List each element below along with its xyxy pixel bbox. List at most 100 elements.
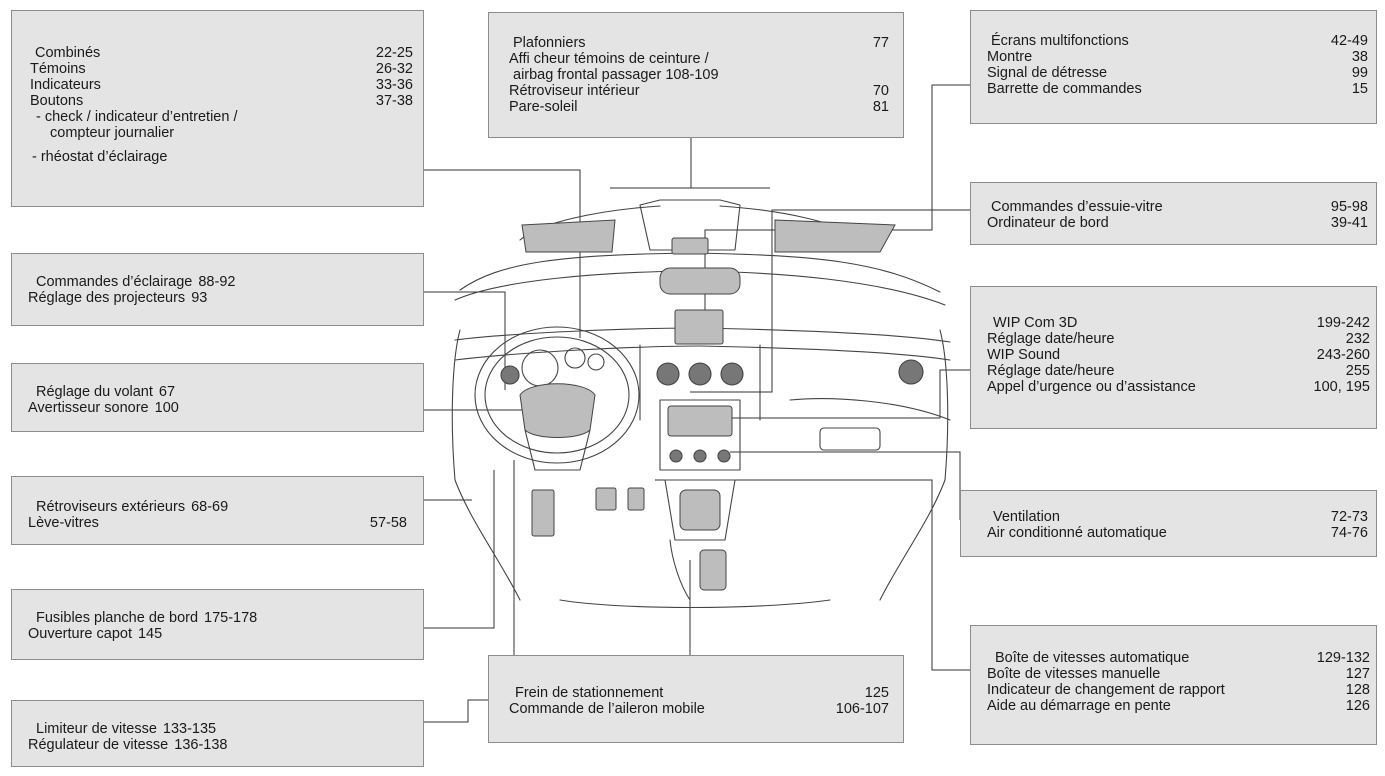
page-fusibles: 175-178 bbox=[204, 610, 258, 626]
row-avertisseur: Avertisseur sonore 100 bbox=[28, 400, 413, 416]
label-leve-vitres: Lève-vitres bbox=[28, 515, 99, 531]
box-essuie: Commandes d’essuie-vitre 95-98 Ordinateu… bbox=[970, 182, 1377, 245]
page-changement-rapport: 128 bbox=[1345, 682, 1370, 698]
label-montre: Montre bbox=[987, 49, 1033, 65]
row-air-conditionne: Air conditionné automatique 74-76 bbox=[987, 525, 1368, 541]
label-indicateurs: Indicateurs bbox=[30, 77, 101, 93]
page-limiteur: 133-135 bbox=[162, 721, 217, 737]
row-plafonniers: Plafonniers 77 bbox=[509, 35, 889, 51]
row-leve-vitres: Lève-vitres 57-58 bbox=[28, 515, 407, 531]
label-aileron: Commande de l’aileron mobile bbox=[509, 701, 705, 717]
row-volant: Réglage du volant 67 bbox=[28, 384, 413, 400]
row-projecteurs: Réglage des projecteurs 93 bbox=[28, 290, 413, 306]
steering-wheel bbox=[474, 326, 640, 471]
page-ecrans: 42-49 bbox=[1330, 33, 1368, 49]
label-detresse: Signal de détresse bbox=[987, 65, 1108, 81]
label-retroviseur-interieur: Rétroviseur intérieur bbox=[509, 83, 640, 99]
label-barrette: Barrette de commandes bbox=[987, 81, 1142, 97]
row-afficheur: Affi cheur témoins de ceinture / bbox=[509, 51, 889, 67]
pedals-and-floor bbox=[454, 479, 946, 609]
box-eclairage: Commandes d’éclairage 88-92 Réglage des … bbox=[11, 253, 424, 326]
page-montre: 38 bbox=[1351, 49, 1368, 65]
label-limiteur: Limiteur de vitesse bbox=[36, 721, 157, 737]
row-boite-manuelle: Boîte de vitesses manuelle 127 bbox=[987, 666, 1370, 682]
row-date-heure-1: Réglage date/heure 232 bbox=[987, 331, 1370, 347]
row-wip-sound: WIP Sound 243-260 bbox=[987, 347, 1370, 363]
label-date-heure-1: Réglage date/heure bbox=[987, 331, 1115, 347]
row-ecrans: Écrans multifonctions 42-49 bbox=[987, 33, 1368, 49]
label-projecteurs: Réglage des projecteurs bbox=[28, 290, 186, 306]
row-airbag: airbag frontal passager 108-109 bbox=[509, 67, 889, 83]
row-combines: Combinés 22-25 bbox=[30, 45, 413, 61]
page-wip-com: 199-242 bbox=[1316, 315, 1370, 331]
label-date-heure-2: Réglage date/heure bbox=[987, 363, 1115, 379]
row-wip-com: WIP Com 3D 199-242 bbox=[987, 315, 1370, 331]
label-afficheur: Affi cheur témoins de ceinture / bbox=[509, 51, 709, 67]
row-aileron: Commande de l’aileron mobile 106-107 bbox=[509, 701, 889, 717]
page-ordinateur: 39-41 bbox=[1330, 215, 1368, 231]
box-frein: Frein de stationnement 125 Commande de l… bbox=[488, 655, 904, 743]
page-retroviseurs: 68-69 bbox=[191, 499, 229, 515]
row-date-heure-2: Réglage date/heure 255 bbox=[987, 363, 1370, 379]
label-boutons: Boutons bbox=[30, 93, 84, 109]
page-plafonniers: 77 bbox=[872, 35, 889, 51]
box-volant: Réglage du volant 67 Avertisseur sonore … bbox=[11, 363, 424, 432]
page-detresse: 99 bbox=[1351, 65, 1368, 81]
page-capot: 145 bbox=[137, 626, 163, 642]
row-limiteur: Limiteur de vitesse 133-135 bbox=[28, 721, 413, 737]
label-eclairage: Commandes d’éclairage bbox=[36, 274, 193, 290]
page-pare-soleil: 81 bbox=[872, 99, 889, 115]
row-temoins: Témoins 26-32 bbox=[30, 61, 413, 77]
row-appel-urgence: Appel d’urgence ou d’assistance 100, 195 bbox=[987, 379, 1370, 395]
page-date-heure-2: 255 bbox=[1345, 363, 1370, 379]
page-boite-auto: 129-132 bbox=[1316, 650, 1370, 666]
row-eclairage: Commandes d’éclairage 88-92 bbox=[28, 274, 413, 290]
page-demarrage-pente: 126 bbox=[1345, 698, 1370, 714]
box-wip: WIP Com 3D 199-242 Réglage date/heure 23… bbox=[970, 286, 1377, 429]
row-essuie: Commandes d’essuie-vitre 95-98 bbox=[987, 199, 1368, 215]
box-boite: Boîte de vitesses automatique 129-132 Bo… bbox=[970, 625, 1377, 745]
row-regulateur: Régulateur de vitesse 136-138 bbox=[28, 737, 413, 753]
leader-lines bbox=[424, 84, 970, 723]
box-fusibles: Fusibles planche de bord 175-178 Ouvertu… bbox=[11, 589, 424, 660]
label-changement-rapport: Indicateur de changement de rapport bbox=[987, 682, 1225, 698]
row-indicateurs: Indicateurs 33-36 bbox=[30, 77, 413, 93]
page-combines: 22-25 bbox=[375, 45, 413, 61]
row-frein: Frein de stationnement 125 bbox=[509, 685, 889, 701]
label-plafonniers: Plafonniers bbox=[513, 35, 586, 51]
label-pare-soleil: Pare-soleil bbox=[509, 99, 578, 115]
row-barrette: Barrette de commandes 15 bbox=[987, 81, 1368, 97]
label-appel-urgence: Appel d’urgence ou d’assistance bbox=[987, 379, 1196, 395]
box-ventilation: Ventilation 72-73 Air conditionné automa… bbox=[960, 490, 1377, 557]
box-retroviseurs: Rétroviseurs extérieurs 68-69 Lève-vitre… bbox=[11, 476, 424, 545]
label-avertisseur: Avertisseur sonore bbox=[28, 400, 149, 416]
row-capot: Ouverture capot 145 bbox=[28, 626, 413, 642]
label-regulateur: Régulateur de vitesse bbox=[28, 737, 169, 753]
label-essuie: Commandes d’essuie-vitre bbox=[991, 199, 1163, 215]
box-ecrans: Écrans multifonctions 42-49 Montre 38 Si… bbox=[970, 10, 1377, 124]
page-ventilation: 72-73 bbox=[1330, 509, 1368, 525]
page-projecteurs: 93 bbox=[191, 290, 208, 306]
page-wip-sound: 243-260 bbox=[1316, 347, 1370, 363]
page-volant: 67 bbox=[158, 384, 176, 400]
label-frein: Frein de stationnement bbox=[515, 685, 664, 701]
label-fusibles: Fusibles planche de bord bbox=[36, 610, 199, 626]
row-montre: Montre 38 bbox=[987, 49, 1368, 65]
row-ventilation: Ventilation 72-73 bbox=[987, 509, 1368, 525]
label-retroviseurs: Rétroviseurs extérieurs bbox=[36, 499, 186, 515]
label-ecrans: Écrans multifonctions bbox=[991, 33, 1129, 49]
box-limiteur: Limiteur de vitesse 133-135 Régulateur d… bbox=[11, 700, 424, 767]
label-ordinateur: Ordinateur de bord bbox=[987, 215, 1109, 231]
label-demarrage-pente: Aide au démarrage en pente bbox=[987, 698, 1171, 714]
label-temoins: Témoins bbox=[30, 61, 86, 77]
label-capot: Ouverture capot bbox=[28, 626, 132, 642]
page-retroviseur-interieur: 70 bbox=[872, 83, 889, 99]
label-volant: Réglage du volant bbox=[36, 384, 153, 400]
row-changement-rapport: Indicateur de changement de rapport 128 bbox=[987, 682, 1370, 698]
sub-check-line2: compteur journalier bbox=[50, 125, 175, 141]
windscreen-and-roof bbox=[454, 199, 946, 306]
label-ventilation: Ventilation bbox=[993, 509, 1060, 525]
box-combines: Combinés 22-25 Témoins 26-32 Indicateurs… bbox=[11, 10, 424, 207]
row-pare-soleil: Pare-soleil 81 bbox=[509, 99, 889, 115]
